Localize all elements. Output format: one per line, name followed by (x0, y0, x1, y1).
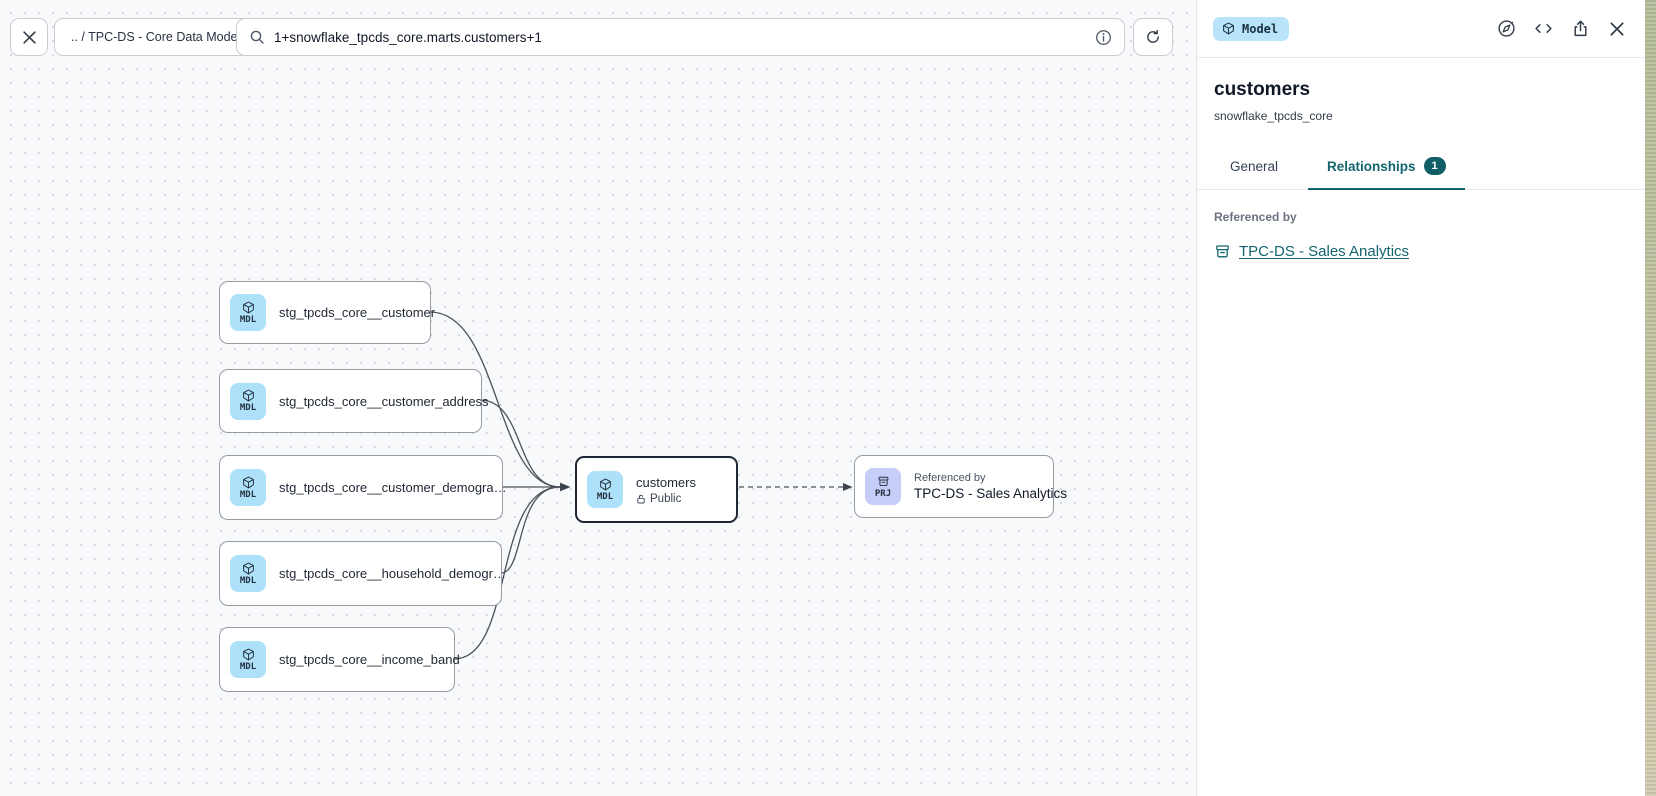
cube-icon (1223, 22, 1234, 35)
entity-type-badge: Model (1213, 16, 1290, 41)
reference-link-label: TPC-DS - Sales Analytics (1239, 243, 1410, 260)
info-icon[interactable] (1095, 29, 1112, 46)
package-name: snowflake_tpcds_core (1214, 109, 1333, 123)
relationships-content: Referenced by TPC-DS - Sales Analytics (1197, 190, 1645, 280)
lineage-search (236, 18, 1125, 56)
lineage-canvas[interactable]: MDL stg_tpcds_core__customer MDL stg_tpc… (0, 0, 1196, 796)
node-label: stg_tpcds_core__income_band (279, 652, 460, 667)
close-panel-button[interactable] (1605, 17, 1629, 41)
archive-icon (878, 476, 888, 486)
panel-tabs: General Relationships 1 (1197, 145, 1645, 190)
relationships-count-badge: 1 (1423, 157, 1446, 175)
compass-icon (1497, 20, 1515, 37)
node-visibility: Public (636, 493, 696, 505)
code-icon (1534, 24, 1552, 33)
breadcrumb-label: .. / TPC-DS - Core Data Models (71, 30, 247, 44)
refresh-button[interactable] (1133, 18, 1173, 56)
node-text: Referenced by TPC-DS - Sales Analytics (914, 472, 1067, 501)
tab-label: Relationships (1327, 158, 1416, 174)
model-type-icon: MDL (230, 382, 266, 420)
node-type-label: MDL (239, 575, 257, 586)
cube-icon (242, 562, 254, 574)
cube-icon (599, 478, 611, 490)
archive-icon (1216, 245, 1229, 258)
cube-icon (242, 389, 254, 402)
node-text: customers Public (636, 475, 696, 505)
panel-header: Model (1197, 0, 1645, 58)
tab-relationships[interactable]: Relationships 1 (1308, 145, 1465, 190)
node-type-label: MDL (239, 403, 257, 413)
share-button[interactable] (1568, 17, 1592, 41)
node-type-label: PRJ (874, 488, 892, 499)
panel-title-block: customers snowflake_tpcds_core (1197, 58, 1645, 123)
reference-link-sales-analytics[interactable]: TPC-DS - Sales Analytics (1214, 243, 1628, 260)
page-title: customers (1214, 79, 1311, 100)
node-stg-household-demographics[interactable]: MDL stg_tpcds_core__household_demogr… (219, 541, 506, 606)
close-icon (1610, 21, 1624, 36)
node-label: stg_tpcds_core__customer (279, 305, 436, 320)
node-type-label: MDL (239, 489, 257, 500)
node-label: stg_tpcds_core__customer_address (279, 393, 489, 409)
node-stg-customer-address[interactable]: MDL stg_tpcds_core__customer_address (219, 369, 489, 433)
node-label: stg_tpcds_core__customer_demogra… (279, 480, 507, 495)
model-type-icon: MDL (230, 294, 266, 331)
background-wallpaper-sliver (1645, 0, 1656, 796)
node-stg-income-band[interactable]: MDL stg_tpcds_core__income_band (219, 627, 460, 692)
detail-panel: Model customers snowflake_tpcds_core (1196, 0, 1645, 796)
project-type-icon: PRJ (865, 468, 901, 505)
explore-lineage-button[interactable] (1494, 17, 1518, 41)
referenced-by-label: Referenced by (1214, 210, 1297, 224)
share-icon (1573, 20, 1587, 37)
view-code-button[interactable] (1531, 17, 1555, 41)
panel-actions (1494, 17, 1629, 41)
node-label: customers (636, 474, 696, 490)
breadcrumb[interactable]: .. / TPC-DS - Core Data Models (54, 18, 264, 56)
lineage-edges (429, 311, 853, 660)
search-input[interactable] (274, 29, 1086, 45)
node-type-label: MDL (239, 314, 257, 325)
close-icon (22, 30, 36, 44)
node-stg-customer[interactable]: MDL stg_tpcds_core__customer (219, 281, 435, 344)
close-lineage-button[interactable] (10, 18, 48, 56)
node-label: stg_tpcds_core__household_demogr… (279, 566, 506, 581)
model-type-icon: MDL (230, 555, 266, 592)
node-stg-customer-demographics[interactable]: MDL stg_tpcds_core__customer_demogra… (219, 455, 507, 520)
node-customers-selected[interactable]: MDL customers Public (575, 456, 738, 523)
model-type-icon: MDL (230, 469, 266, 506)
tab-general[interactable]: General (1211, 145, 1297, 190)
lock-open-icon (637, 494, 645, 503)
entity-type-label: Model (1242, 21, 1279, 36)
cube-icon (242, 476, 254, 488)
refresh-icon (1147, 29, 1159, 43)
node-kicker: Referenced by (914, 472, 986, 484)
tab-label: General (1230, 158, 1279, 174)
visibility-label: Public (650, 492, 682, 505)
node-project-sales-analytics[interactable]: PRJ Referenced by TPC-DS - Sales Analyti… (854, 455, 1067, 518)
search-icon (250, 30, 264, 44)
node-label: TPC-DS - Sales Analytics (914, 486, 1068, 501)
model-type-icon: MDL (230, 641, 266, 678)
cube-icon (242, 301, 254, 313)
node-type-label: MDL (596, 491, 614, 502)
node-type-label: MDL (239, 661, 257, 672)
cube-icon (242, 648, 254, 660)
model-type-icon: MDL (587, 471, 623, 508)
